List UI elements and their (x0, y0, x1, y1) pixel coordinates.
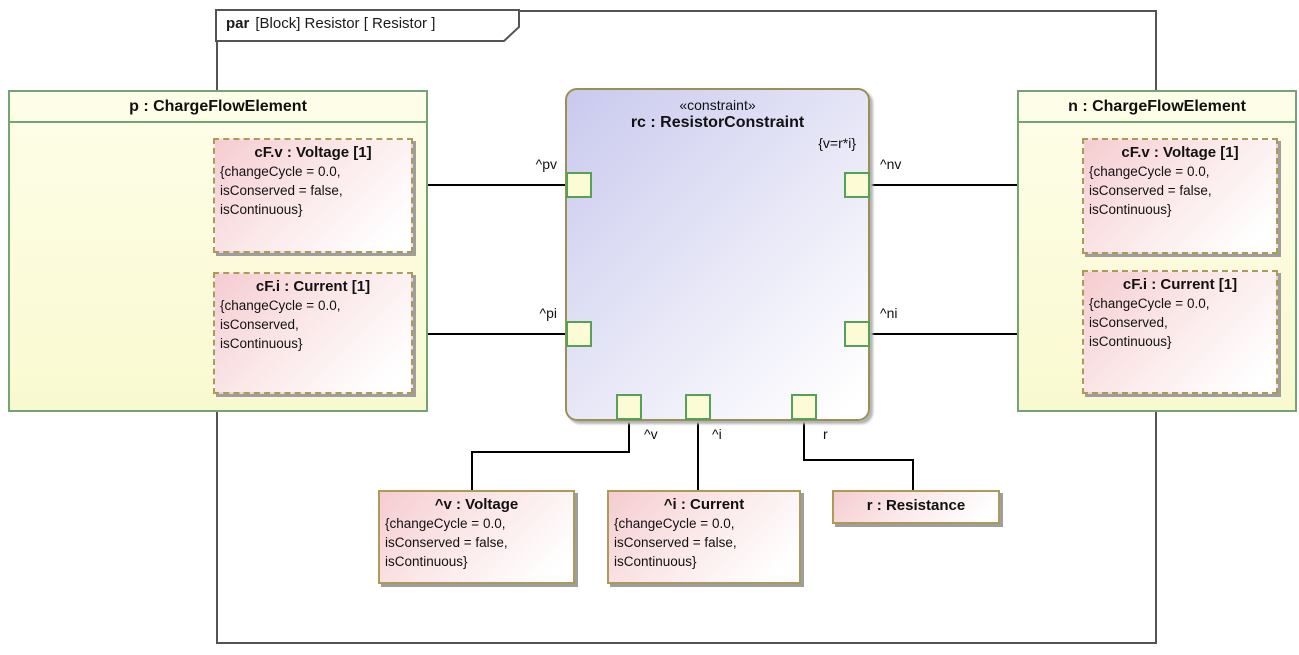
diagram-tab-label: par [Block] Resistor [ Resistor ] (226, 15, 435, 32)
connector-ni-cfi[interactable] (870, 333, 1082, 335)
part-constraints: {changeCycle = 0.0, isConserved, isConti… (1089, 296, 1210, 350)
constraint-rc-resistorconstraint[interactable]: «constraint» rc : ResistorConstraint {v=… (565, 88, 870, 421)
connector-v-seg2[interactable] (471, 451, 630, 453)
value-v-voltage[interactable]: ^v : Voltage {changeCycle = 0.0, isConse… (378, 490, 575, 584)
connector-v-seg1[interactable] (628, 420, 630, 453)
port-i[interactable] (685, 394, 711, 420)
port-label-pv: ^pv (535, 156, 557, 172)
value-i-current[interactable]: ^i : Current {changeCycle = 0.0, isConse… (607, 490, 801, 584)
port-ni[interactable] (844, 321, 870, 347)
constraint-expression: {v=r*i} (818, 135, 856, 151)
port-r[interactable] (791, 394, 817, 420)
connector-r-seg3[interactable] (912, 459, 914, 491)
diagram-tab-shape[interactable] (214, 9, 524, 44)
value-title: ^v : Voltage (434, 496, 519, 513)
connector-nv-cfv[interactable] (870, 184, 1082, 186)
part-p-cfv-voltage[interactable]: cF.v : Voltage [1] {changeCycle = 0.0, i… (213, 138, 413, 253)
port-label-nv: ^nv (880, 156, 902, 172)
connector-r-seg1[interactable] (803, 420, 805, 461)
value-constraints: {changeCycle = 0.0, isConserved = false,… (385, 516, 508, 570)
value-r-resistance[interactable]: r : Resistance (832, 490, 1000, 524)
connector-r-seg2[interactable] (803, 459, 914, 461)
part-constraints: {changeCycle = 0.0, isConserved, isConti… (220, 298, 341, 352)
port-pv[interactable] (566, 172, 592, 198)
block-n-title: n : ChargeFlowElement (1019, 92, 1295, 123)
connector-cfi-pi[interactable] (412, 333, 566, 335)
part-constraints: {changeCycle = 0.0, isConserved = false,… (220, 164, 343, 218)
block-p-title: p : ChargeFlowElement (10, 92, 426, 123)
value-constraints: {changeCycle = 0.0, isConserved = false,… (614, 516, 737, 570)
port-v[interactable] (616, 394, 642, 420)
part-n-cfv-voltage[interactable]: cF.v : Voltage [1] {changeCycle = 0.0, i… (1082, 138, 1278, 254)
diagram-kind-keyword: par (226, 15, 250, 32)
part-constraints: {changeCycle = 0.0, isConserved = false,… (1089, 164, 1212, 218)
port-label-ni: ^ni (880, 305, 898, 321)
port-label-i: ^i (712, 426, 722, 442)
value-title: ^i : Current (663, 496, 745, 513)
connector-cfv-pv[interactable] (412, 184, 566, 186)
port-nv[interactable] (844, 172, 870, 198)
part-title: cF.i : Current [1] (1122, 276, 1238, 293)
part-p-cfi-current[interactable]: cF.i : Current [1] {changeCycle = 0.0, i… (213, 272, 413, 394)
part-title: cF.i : Current [1] (255, 278, 371, 295)
value-title: r : Resistance (866, 497, 966, 514)
port-label-pi: ^pi (539, 305, 557, 321)
port-label-r: r (823, 426, 828, 442)
diagram-title: [Block] Resistor [ Resistor ] (255, 15, 436, 32)
port-label-v: ^v (644, 426, 658, 442)
connector-v-seg3[interactable] (471, 451, 473, 491)
part-n-cfi-current[interactable]: cF.i : Current [1] {changeCycle = 0.0, i… (1082, 270, 1278, 394)
part-title: cF.v : Voltage [1] (1121, 144, 1239, 161)
connector-i-seg1[interactable] (697, 420, 699, 491)
constraint-name: rc : ResistorConstraint (630, 114, 805, 131)
constraint-stereotype: «constraint» (679, 97, 756, 113)
part-title: cF.v : Voltage [1] (254, 144, 372, 161)
port-pi[interactable] (566, 321, 592, 347)
